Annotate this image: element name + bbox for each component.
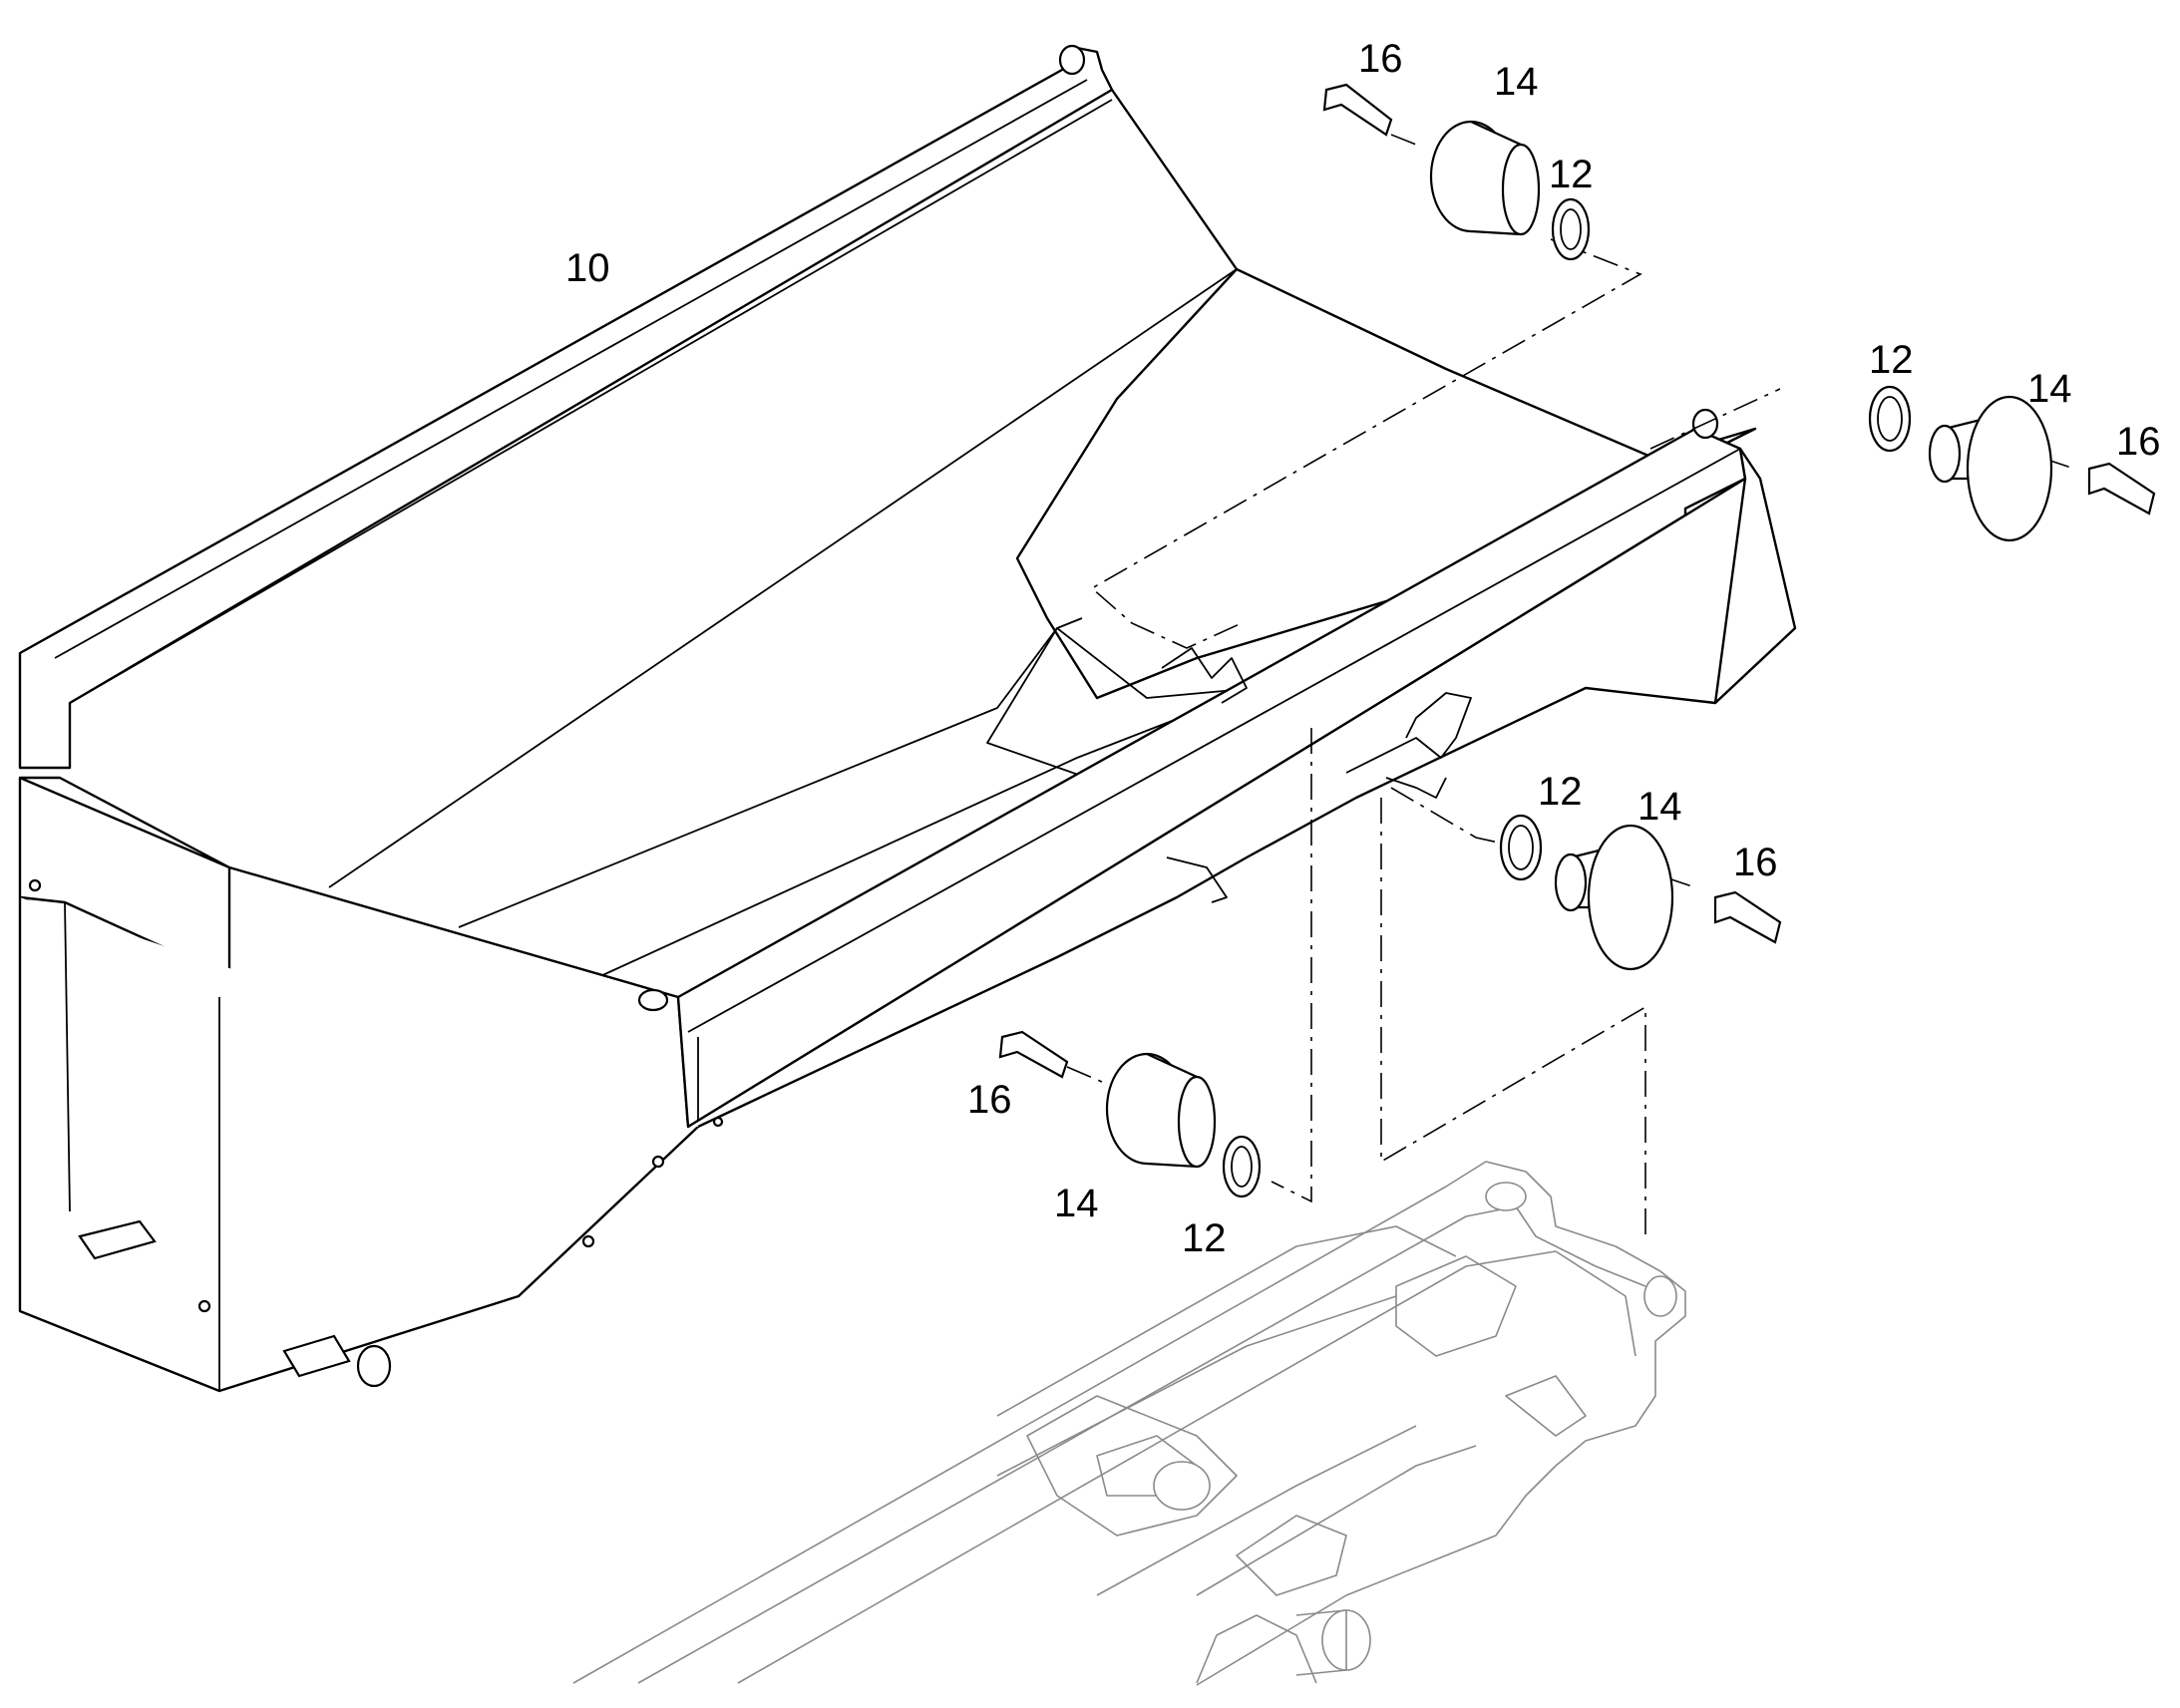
callout-bolt-right: 16 [2116,420,2161,464]
frame-eye-right-icon [1643,1275,1677,1317]
pin-flange-middle-icon [1587,824,1674,971]
lifting-eye-rear-icon [637,988,669,1012]
callout-pin-right: 14 [2027,367,2072,411]
foot-pad-rear-icon [282,1334,351,1378]
pin-assembly-right [1868,385,2156,542]
pin-flange-right-icon [1966,395,2053,542]
callout-bolt-top: 16 [1358,37,1403,81]
foot-pad-left-icon [78,1219,157,1260]
pin-shaft-top-icon [1501,143,1541,236]
pin-shaft-bottom-left-icon [1177,1075,1217,1169]
bolt-bottom-left-icon [998,1030,1069,1079]
pin-assembly-top [1322,83,1591,261]
dump-body [18,44,1797,1393]
washer-top-icon [1551,197,1591,261]
washer-right-icon [1868,385,1912,453]
lifting-eye-front-left-icon [1058,44,1086,76]
callout-labels: 10 16 14 12 12 14 16 12 14 16 16 14 12 [565,37,2161,1260]
callout-washer-middle: 12 [1538,770,1583,814]
frame-eye-top-icon [1485,1182,1527,1211]
callout-washer-right: 12 [1869,338,1914,382]
callout-pin-middle: 14 [1637,785,1682,829]
pin-assembly-bottom-left [998,1030,1262,1198]
chassis-frame-ghost [572,1161,1686,1686]
callout-washer-bottom-left: 12 [1182,1216,1227,1260]
bolt-middle-icon [1713,890,1782,944]
callout-pin-bottom-left: 14 [1054,1182,1099,1225]
frame-hub-icon [1153,1461,1211,1511]
callout-washer-top: 12 [1549,153,1594,196]
pin-shaft-middle-icon [1554,853,1588,912]
bolt-top-icon [1322,83,1393,137]
bolt-right-icon [2087,462,2156,515]
callout-body: 10 [565,246,610,290]
callout-pin-top: 14 [1494,60,1539,104]
pin-shaft-right-icon [1928,424,1962,484]
tow-eye-rear-icon [356,1344,392,1388]
callout-bolt-bottom-left: 16 [967,1078,1012,1122]
washer-bottom-left-icon [1222,1135,1262,1198]
washer-middle-icon [1499,814,1543,881]
callout-bolt-middle: 16 [1733,841,1778,884]
pin-assembly-middle [1499,814,1782,971]
